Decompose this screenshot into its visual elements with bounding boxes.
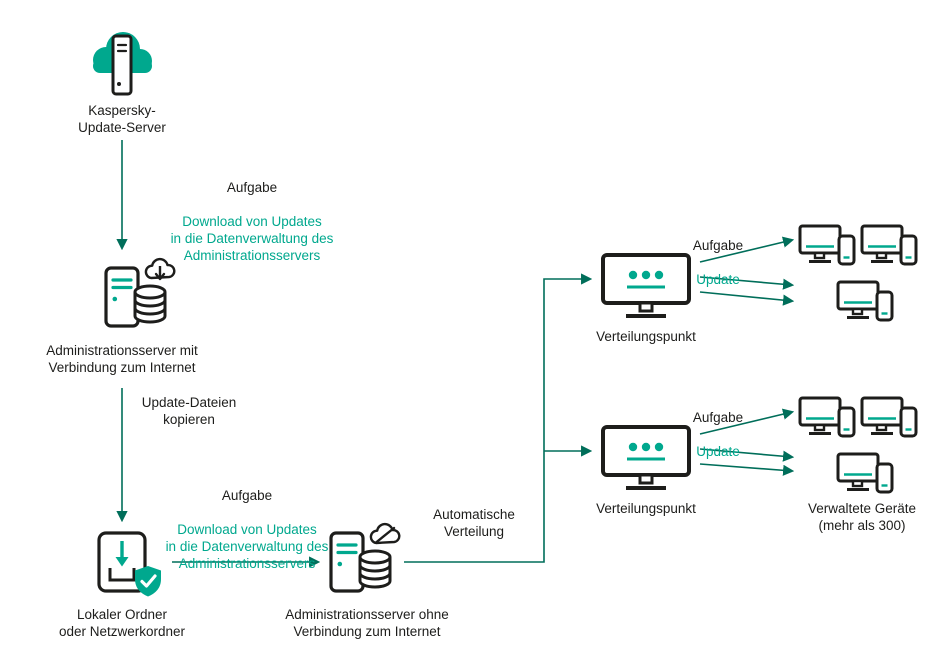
arrow-dp2-device-3 <box>699 463 795 476</box>
task-update-1-title: Aufgabe <box>692 238 744 253</box>
monitor-phone-icon <box>860 224 918 266</box>
distribution-point-2-label: Verteilungspunkt <box>596 501 696 516</box>
checkmark-icon <box>140 574 157 588</box>
copy-files-label: Update-Dateien kopieren <box>141 395 237 427</box>
managed-device-icon <box>798 224 856 273</box>
database-icon <box>133 292 167 324</box>
connector-auto-distribution-dp1 <box>404 273 593 563</box>
admin-server-online-icon <box>101 256 181 339</box>
update-server-label: Kaspersky- Update-Server <box>78 103 166 135</box>
task-download-2: Aufgabe Download von Updates in die Date… <box>152 470 342 589</box>
auto-distribution-label: Automatische Verteilung <box>433 507 515 539</box>
monitor-phone-icon <box>836 452 894 494</box>
managed-device-icon <box>836 452 894 501</box>
arrow-dp1-device-1 <box>699 236 795 263</box>
task-download-1-detail: Download von Updates in die Datenverwalt… <box>170 214 334 263</box>
monitor-phone-icon <box>798 396 856 438</box>
local-folder-label: Lokaler Ordner oder Netzwerkordner <box>58 607 186 639</box>
cloud-server-icon <box>93 32 152 96</box>
managed-device-icon <box>798 396 856 445</box>
shield-icon <box>135 566 161 597</box>
monitor-phone-icon <box>798 224 856 266</box>
task-update-1: Aufgabe Update <box>676 220 760 305</box>
distribution-point-1-icon <box>600 252 692 325</box>
managed-device-icon <box>860 224 918 273</box>
kaspersky-update-server-icon <box>85 20 159 105</box>
folder-download-shield-icon <box>97 531 161 597</box>
arrow-dp2-device-1 <box>699 408 795 435</box>
server-tower-cloud-icon <box>104 257 176 328</box>
arrow-dp1-device-2 <box>699 276 795 290</box>
monitor-phone-icon <box>836 280 894 322</box>
monitor-icon <box>601 425 691 490</box>
managed-device-icon <box>836 280 894 329</box>
monitor-icon <box>601 253 691 318</box>
task-download-1-title: Aufgabe <box>226 180 278 195</box>
task-update-1-detail: Update <box>696 272 740 287</box>
task-download-1: Aufgabe Download von Updates in die Date… <box>157 162 347 281</box>
database-icon <box>358 557 392 589</box>
task-download-2-detail: Download von Updates in die Datenverwalt… <box>165 522 329 571</box>
monitor-phone-icon <box>860 396 918 438</box>
admin-online-label: Administrationsserver mit Verbindung zum… <box>46 343 198 375</box>
admin-offline-label: Administrationsserver ohne Verbindung zu… <box>285 607 449 639</box>
arrow-dp2-device-2 <box>699 448 795 462</box>
task-update-2-detail: Update <box>696 444 740 459</box>
managed-device-icon <box>860 396 918 445</box>
task-download-2-title: Aufgabe <box>221 488 273 503</box>
server-tower-no-cloud-icon <box>329 522 401 593</box>
task-update-2: Aufgabe Update <box>676 392 760 477</box>
managed-devices-label: Verwaltete Geräte (mehr als 300) <box>807 501 917 533</box>
cloud-offline-icon <box>369 522 401 545</box>
local-folder-icon <box>92 528 164 603</box>
task-update-2-title: Aufgabe <box>692 410 744 425</box>
distribution-point-1-label: Verteilungspunkt <box>596 329 696 344</box>
admin-server-offline-icon <box>326 521 406 604</box>
distribution-point-2-icon <box>600 424 692 497</box>
arrow-dp1-device-3 <box>699 291 795 306</box>
